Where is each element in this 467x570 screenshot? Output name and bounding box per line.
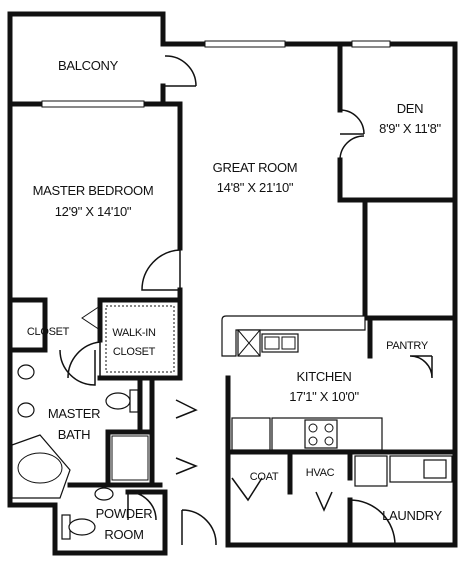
entry-bottom-wall bbox=[225, 502, 241, 548]
powder-room-label-2: ROOM bbox=[104, 527, 143, 542]
den-label: DEN bbox=[397, 101, 424, 116]
powder-sink bbox=[94, 487, 114, 501]
hvac-label: HVAC bbox=[306, 467, 335, 479]
dishwasher-x bbox=[237, 329, 261, 357]
hall-door-bottom bbox=[175, 457, 199, 475]
tub bbox=[11, 434, 71, 499]
master-bedroom-dims: 12'9" X 14'10" bbox=[55, 204, 132, 219]
bedroom-closet-door bbox=[81, 305, 101, 331]
kitchen-counter bbox=[221, 315, 366, 357]
laundry-door bbox=[349, 499, 396, 546]
entry-door bbox=[181, 509, 217, 546]
kitchen-label: KITCHEN bbox=[297, 369, 352, 384]
bath-sink-2 bbox=[17, 402, 35, 418]
walls bbox=[7, 11, 458, 556]
coat-label: COAT bbox=[250, 471, 279, 483]
walkin-door bbox=[67, 340, 101, 379]
fixtures bbox=[11, 305, 453, 540]
great-room-label: GREAT ROOM bbox=[213, 160, 298, 175]
great-room-window bbox=[204, 40, 286, 48]
fridge bbox=[231, 417, 271, 451]
den-window bbox=[351, 40, 391, 48]
great-room-dims: 14'8" X 21'10" bbox=[217, 180, 294, 195]
master-bedroom-label: MASTER BEDROOM bbox=[33, 183, 154, 198]
powder-room-label-1: POWDER bbox=[96, 506, 153, 521]
burner-2 bbox=[324, 423, 334, 433]
master-bath-label-2: BATH bbox=[58, 427, 91, 442]
kitchen-dims: 17'1" X 10'0" bbox=[289, 389, 359, 404]
walkin-shelf bbox=[105, 305, 175, 373]
balcony-door bbox=[164, 55, 197, 87]
kitchen-sink-bowl-b bbox=[281, 336, 296, 350]
tub-basin bbox=[17, 452, 63, 484]
closet-label: CLOSET bbox=[27, 326, 70, 338]
walkin-label-1: WALK-IN bbox=[112, 327, 156, 339]
bedroom-door bbox=[141, 248, 181, 291]
coat-door bbox=[231, 477, 263, 502]
bath-sink-1 bbox=[17, 364, 35, 380]
windows bbox=[41, 40, 391, 108]
laundry-label: LAUNDRY bbox=[382, 508, 442, 523]
den-door-bottom bbox=[339, 135, 365, 161]
den-door-top bbox=[339, 109, 365, 135]
pantry-label: PANTRY bbox=[386, 340, 429, 352]
kitchen-sink bbox=[261, 333, 299, 353]
top-wall bbox=[160, 41, 458, 323]
kitchen-sink-bowl-a bbox=[264, 336, 280, 350]
den-dims: 8'9" X 11'8" bbox=[379, 121, 441, 136]
washer bbox=[354, 455, 388, 487]
hvac-door bbox=[315, 491, 333, 512]
laundry-sink bbox=[423, 459, 447, 479]
master-bath-label-1: MASTER bbox=[48, 406, 100, 421]
burner-4 bbox=[324, 436, 334, 446]
powder-toilet bbox=[68, 518, 96, 536]
pantry-door bbox=[409, 355, 433, 379]
master-toilet bbox=[105, 392, 131, 410]
shower bbox=[111, 435, 149, 481]
doors bbox=[44, 55, 433, 546]
balcony-window bbox=[41, 100, 145, 108]
master-toilet-tank bbox=[129, 389, 139, 413]
hall-door-top bbox=[175, 399, 198, 419]
powder-door bbox=[127, 491, 157, 521]
burner-3 bbox=[308, 436, 318, 446]
walkin-label-2: CLOSET bbox=[113, 346, 156, 358]
burner-1 bbox=[308, 423, 318, 433]
bath-door bbox=[59, 349, 96, 386]
balcony-label: BALCONY bbox=[58, 58, 119, 73]
balcony-wall bbox=[7, 11, 166, 107]
labels: BALCONY DEN 8'9" X 11'8" GREAT ROOM 14'8… bbox=[27, 58, 443, 542]
